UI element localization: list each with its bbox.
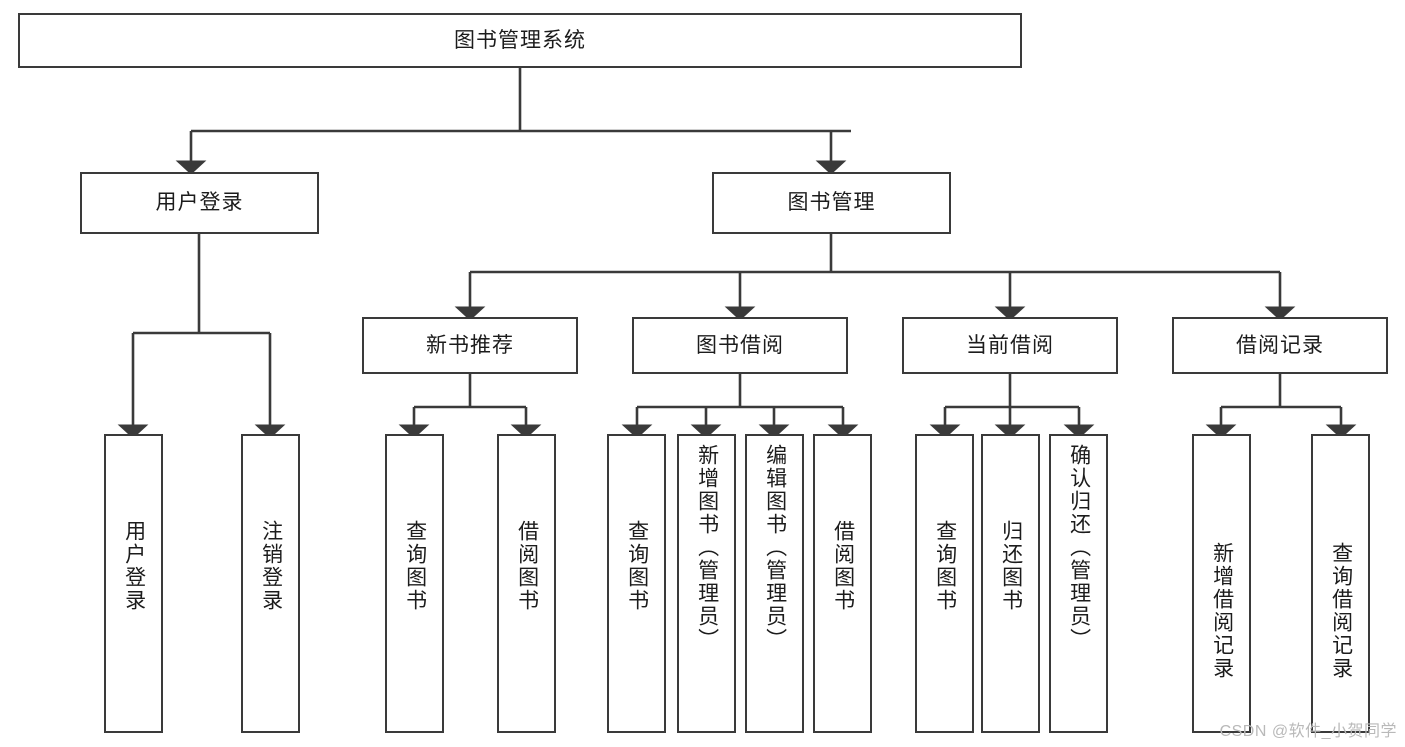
node-leaf-user-login-signout[interactable]: 注销登录: [241, 434, 300, 733]
node-label: 新书推荐: [426, 333, 514, 357]
node-label: 新增借阅记录: [1210, 542, 1234, 680]
node-leaf-borrow-add-book-admin[interactable]: 新增图书（管理员）: [677, 434, 736, 733]
node-leaf-newbook-borrow-book[interactable]: 借阅图书: [497, 434, 556, 733]
node-label: 注销登录: [259, 520, 283, 612]
node-label: 图书管理系统: [454, 28, 586, 52]
node-leaf-user-login-signin[interactable]: 用户登录: [104, 434, 163, 733]
node-leaf-borrow-edit-book-admin[interactable]: 编辑图书（管理员）: [745, 434, 804, 733]
node-leaf-borrow-query-book[interactable]: 查询图书: [607, 434, 666, 733]
node-label: 编辑图书（管理员）: [763, 444, 787, 651]
node-leaf-record-add-record[interactable]: 新增借阅记录: [1192, 434, 1251, 733]
node-book-borrow[interactable]: 图书借阅: [632, 317, 848, 374]
node-book-management[interactable]: 图书管理: [712, 172, 951, 234]
node-new-book-recommend[interactable]: 新书推荐: [362, 317, 578, 374]
watermark-text: CSDN @软件_小贺同学: [1219, 723, 1397, 740]
node-current-borrow[interactable]: 当前借阅: [902, 317, 1118, 374]
node-leaf-record-query-record[interactable]: 查询借阅记录: [1311, 434, 1370, 733]
node-label: 查询图书: [933, 520, 957, 612]
node-leaf-newbook-query-book[interactable]: 查询图书: [385, 434, 444, 733]
node-label: 借阅记录: [1236, 333, 1324, 357]
node-label: 图书管理: [787, 191, 876, 215]
node-label: 查询图书: [403, 520, 427, 612]
node-label: 新增图书（管理员）: [695, 444, 719, 651]
node-leaf-current-confirm-return-admin[interactable]: 确认归还（管理员）: [1049, 434, 1108, 733]
node-label: 用户登录: [155, 191, 244, 215]
node-label: 归还图书: [999, 520, 1023, 612]
node-borrow-record[interactable]: 借阅记录: [1172, 317, 1388, 374]
node-label: 确认归还（管理员）: [1067, 444, 1091, 651]
node-label: 图书借阅: [696, 333, 784, 357]
node-label: 借阅图书: [831, 520, 855, 612]
node-label: 当前借阅: [966, 333, 1054, 357]
node-label: 借阅图书: [515, 520, 539, 612]
node-label: 用户登录: [122, 520, 146, 612]
node-leaf-current-return-book[interactable]: 归还图书: [981, 434, 1040, 733]
node-user-login[interactable]: 用户登录: [80, 172, 319, 234]
node-leaf-current-query-book[interactable]: 查询图书: [915, 434, 974, 733]
node-leaf-borrow-borrow-book[interactable]: 借阅图书: [813, 434, 872, 733]
node-label: 查询借阅记录: [1329, 542, 1353, 680]
node-label: 查询图书: [625, 520, 649, 612]
node-root-book-management-system[interactable]: 图书管理系统: [18, 13, 1022, 68]
